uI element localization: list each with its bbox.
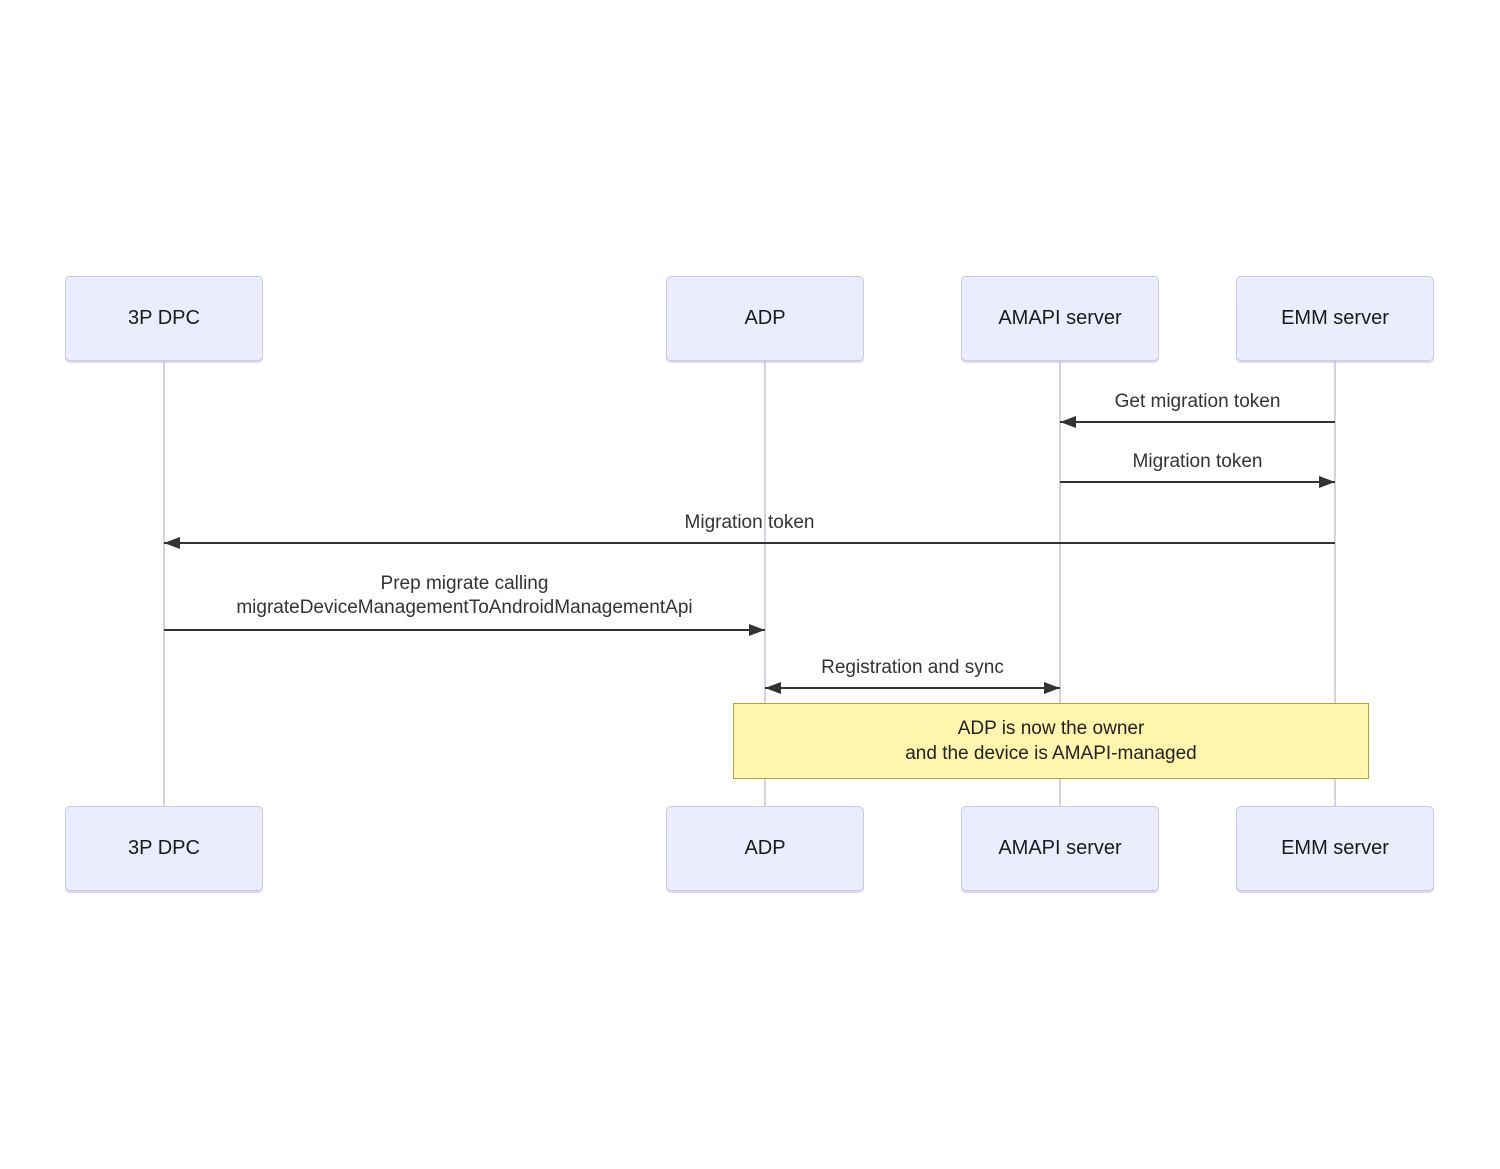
note-adp-owner: ADP is now the owner and the device is A… <box>733 703 1369 779</box>
arrowhead-right-icon <box>749 624 765 636</box>
message-get-migration-token: Get migration token <box>1060 390 1335 428</box>
message-registration-and-sync: Registration and sync <box>765 656 1060 694</box>
message-arrow <box>164 624 765 636</box>
message-label: Get migration token <box>1114 391 1281 412</box>
actor-top-amapi-server: AMAPI server <box>961 276 1159 361</box>
message-arrow <box>164 537 1335 549</box>
actor-top-3p-dpc: 3P DPC <box>65 276 263 361</box>
arrowhead-right-icon <box>1319 476 1335 488</box>
actor-label: EMM server <box>1281 837 1389 859</box>
actor-bottom-adp: ADP <box>666 806 864 891</box>
message-label-line2: migrateDeviceManagementToAndroidManageme… <box>236 597 693 618</box>
actor-bottom-3p-dpc: 3P DPC <box>65 806 263 891</box>
message-label: Migration token <box>1132 451 1263 472</box>
message-arrow <box>1060 476 1335 488</box>
actor-top-emm-server: EMM server <box>1236 276 1434 361</box>
message-migration-token-to-emm: Migration token <box>1060 450 1335 488</box>
message-label: Prep migrate calling <box>380 573 549 594</box>
actor-label: AMAPI server <box>998 837 1122 859</box>
arrowhead-left-icon <box>1060 416 1076 428</box>
actor-label: ADP <box>744 307 786 329</box>
lifeline-amapi-server <box>1059 361 1061 806</box>
lifeline-3p-dpc <box>163 361 165 806</box>
actor-bottom-emm-server: EMM server <box>1236 806 1434 891</box>
message-label: Migration token <box>684 512 815 533</box>
message-arrow <box>765 682 1060 694</box>
arrowhead-right-icon <box>1044 682 1060 694</box>
actor-label: AMAPI server <box>998 307 1122 329</box>
message-label: Registration and sync <box>821 657 1004 678</box>
message-migration-token-to-3p-dpc: Migration token <box>164 511 1335 549</box>
arrowhead-left-icon <box>765 682 781 694</box>
actor-label: ADP <box>744 837 786 859</box>
actor-bottom-amapi-server: AMAPI server <box>961 806 1159 891</box>
note-line-1: ADP is now the owner <box>957 718 1145 739</box>
lifeline-adp <box>764 361 766 806</box>
arrowhead-left-icon <box>164 537 180 549</box>
actor-top-adp: ADP <box>666 276 864 361</box>
actor-label: 3P DPC <box>128 307 200 329</box>
lifeline-emm-server <box>1334 361 1336 806</box>
message-prep-migrate: Prep migrate calling migrateDeviceManage… <box>164 572 765 636</box>
actor-label: EMM server <box>1281 307 1389 329</box>
message-arrow <box>1060 416 1335 428</box>
note-line-2: and the device is AMAPI-managed <box>905 743 1197 764</box>
actor-label: 3P DPC <box>128 837 200 859</box>
